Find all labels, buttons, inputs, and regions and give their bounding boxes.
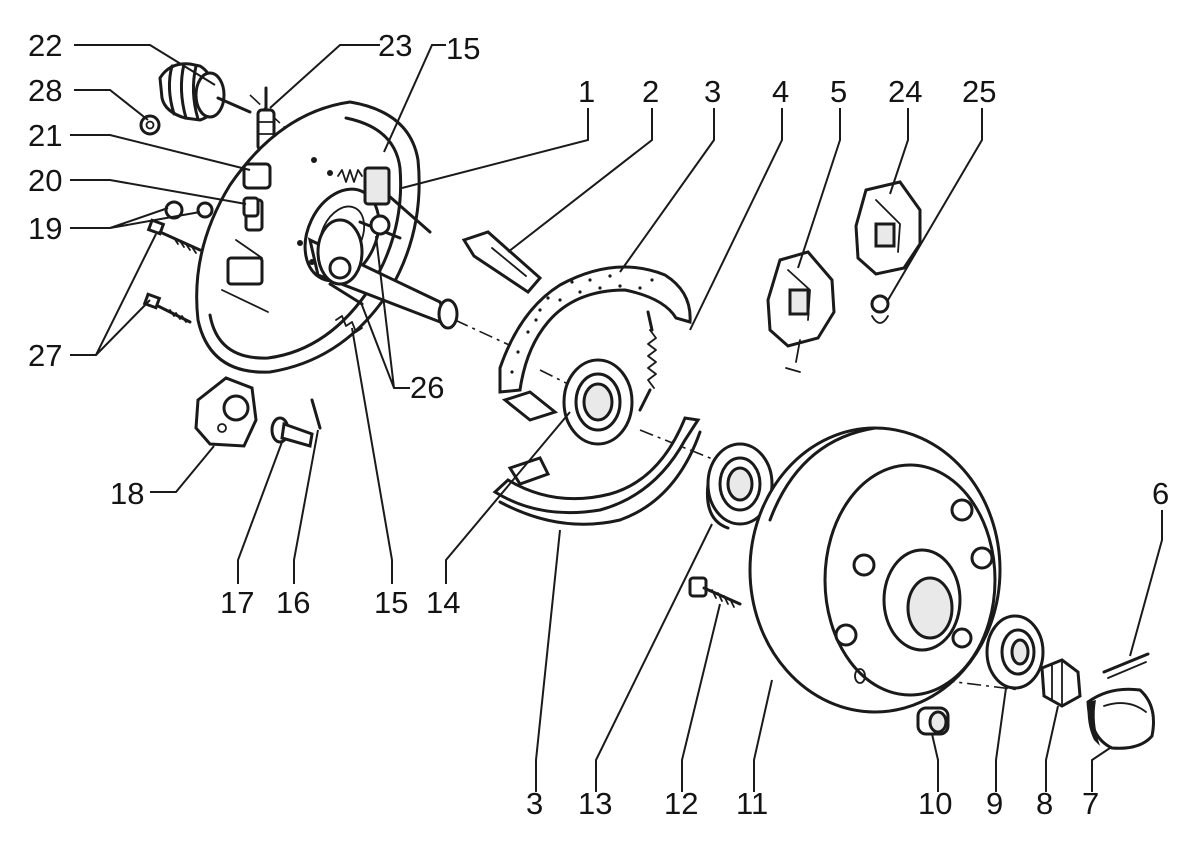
part-26-bolts: [328, 214, 402, 306]
part-22-boot: [158, 62, 252, 122]
callout-20: 20: [28, 163, 62, 198]
part-9-outer-bearing: [985, 614, 1045, 690]
part-16-small-pin: [310, 398, 322, 430]
callout-8: 8: [1036, 786, 1053, 821]
callout-7: 7: [1082, 786, 1099, 821]
callout-3-bottom: 3: [526, 786, 543, 821]
callout-2: 2: [642, 74, 659, 109]
part-11-brake-drum: [748, 426, 1002, 714]
part-28-nut: [139, 114, 161, 136]
part-6-cotter-pin: [1102, 652, 1150, 679]
callout-18: 18: [110, 476, 144, 511]
callout-5: 5: [830, 74, 847, 109]
callout-11: 11: [736, 786, 768, 821]
callout-labels: 22 23 15 28 21 20 19 27 1 2 3 4 5 24 25 …: [28, 28, 1169, 821]
part-20-bushing: [242, 196, 260, 218]
part-7-hub-cap: [1086, 687, 1155, 750]
callout-6: 6: [1152, 476, 1169, 511]
callout-9: 9: [986, 786, 1003, 821]
callout-17: 17: [220, 585, 254, 620]
part-5-caliper: [766, 250, 836, 373]
part-8-castle-nut: [1040, 658, 1082, 708]
callout-15-top: 15: [446, 31, 480, 66]
callout-25: 25: [962, 74, 996, 109]
part-17-pin: [270, 416, 314, 448]
callout-4: 4: [772, 74, 789, 109]
callout-27: 27: [28, 338, 62, 373]
part-3-upper-brake-shoe: [498, 265, 692, 422]
callout-1: 1: [578, 74, 595, 109]
part-12-stud: [688, 576, 742, 608]
callout-12: 12: [664, 786, 698, 821]
callout-26: 26: [410, 370, 444, 405]
callout-3-top: 3: [704, 74, 721, 109]
callout-23: 23: [378, 28, 412, 63]
callout-22: 22: [28, 28, 62, 63]
part-19-washers: [164, 200, 214, 220]
callout-28: 28: [28, 73, 62, 108]
callout-14: 14: [426, 585, 460, 620]
part-13-bearing-cup: [705, 442, 774, 530]
part-25-clip: [870, 294, 890, 324]
callout-21: 21: [28, 118, 62, 153]
callout-13: 13: [578, 786, 612, 821]
callout-15-bottom: 15: [374, 585, 408, 620]
part-14-inner-bearing: [562, 358, 634, 446]
callout-10: 10: [918, 786, 952, 821]
leader-lines: [70, 44, 1163, 792]
callout-16: 16: [276, 585, 310, 620]
part-10-cap-nut: [916, 706, 950, 736]
callout-19: 19: [28, 211, 62, 246]
part-4-return-spring: [638, 310, 657, 412]
part-18-bracket: [194, 376, 258, 448]
part-2-adjuster-link: [461, 230, 543, 294]
part-24-caliper: [854, 180, 922, 276]
part-3-lower-brake-shoe: [492, 416, 702, 526]
part-27-bolts: [142, 218, 202, 324]
backing-plate: [195, 100, 432, 374]
part-15-spring-lower: [335, 315, 363, 333]
callout-24: 24: [888, 74, 922, 109]
